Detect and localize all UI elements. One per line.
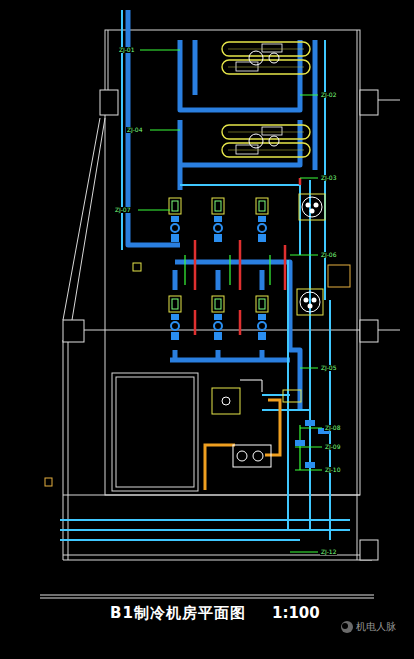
pipe-tag: ZJ-09 bbox=[324, 444, 341, 450]
drawing-title: B1制冷机房平面图 bbox=[110, 606, 246, 621]
pipe-tag: ZJ-06 bbox=[320, 252, 337, 258]
watermark: 机电人脉 bbox=[356, 622, 396, 632]
pipe-tag: ZJ-05 bbox=[320, 365, 337, 371]
pipe-tag: ZJ-12 bbox=[320, 549, 337, 555]
pipe-tag: ZJ-04 bbox=[126, 127, 143, 133]
pipe-tag: ZJ-03 bbox=[320, 175, 337, 181]
scale-text: 1:100 bbox=[272, 606, 320, 621]
pipe-tag: ZJ-02 bbox=[320, 92, 337, 98]
pipe-tag: ZJ-08 bbox=[324, 425, 341, 431]
pipe-tag: ZJ-07 bbox=[114, 207, 131, 213]
pipe-tag: ZJ-10 bbox=[324, 467, 341, 473]
pipe-tag: ZJ-01 bbox=[118, 47, 135, 53]
